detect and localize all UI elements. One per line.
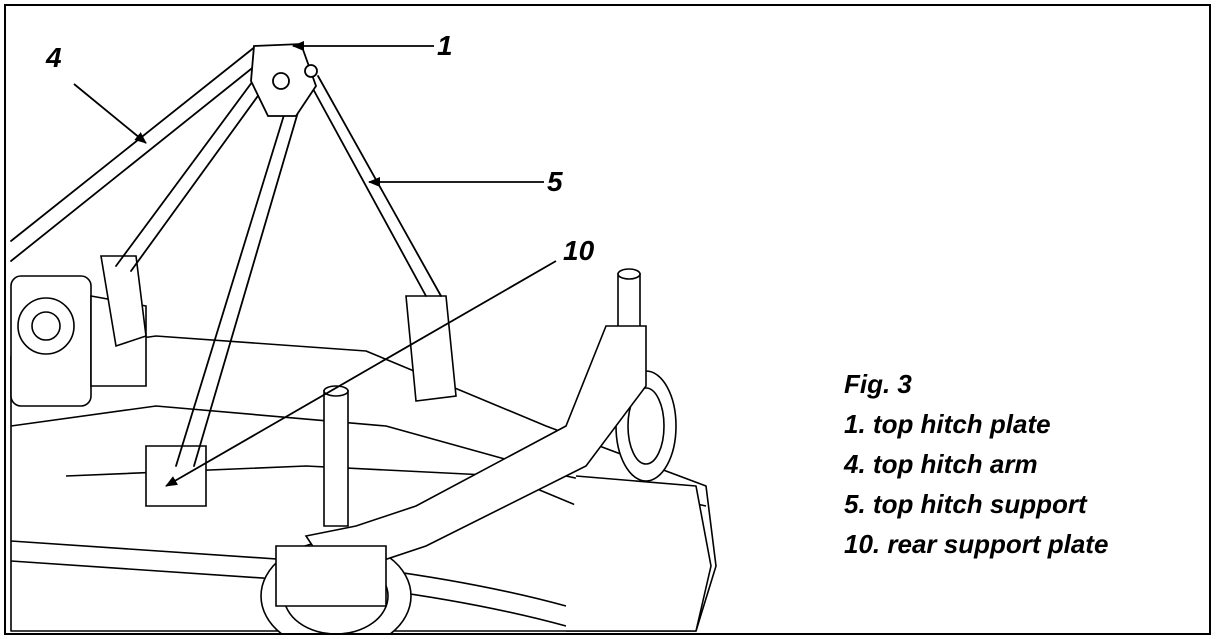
callout-5-label: 5	[547, 166, 563, 197]
leader-4	[73, 83, 147, 144]
mower-line-drawing	[10, 41, 717, 633]
legend-item: 4. top hitch arm	[844, 449, 1038, 479]
rear-support-frame	[275, 325, 647, 607]
callout-4-label: 4	[46, 42, 62, 73]
figure-frame: 1 4 5 10 Fig. 3 1. top hitch plate 4. to…	[4, 4, 1211, 635]
callout-leaders	[73, 41, 557, 487]
caster-posts	[323, 268, 641, 527]
figure-legend: Fig. 3 1. top hitch plate 4. top hitch a…	[844, 364, 1108, 564]
legend-item: 10. rear support plate	[844, 529, 1109, 559]
top-hitch-arms	[10, 45, 442, 467]
callout-1-label: 1	[437, 30, 453, 61]
legend-title: Fig. 3	[844, 369, 912, 399]
callout-10-label: 10	[563, 235, 595, 266]
legend-item: 5. top hitch support	[844, 489, 1087, 519]
top-hitch-plate	[250, 43, 318, 117]
leader-10	[165, 260, 557, 487]
hitch-brackets	[100, 255, 457, 507]
legend-item: 1. top hitch plate	[844, 409, 1051, 439]
